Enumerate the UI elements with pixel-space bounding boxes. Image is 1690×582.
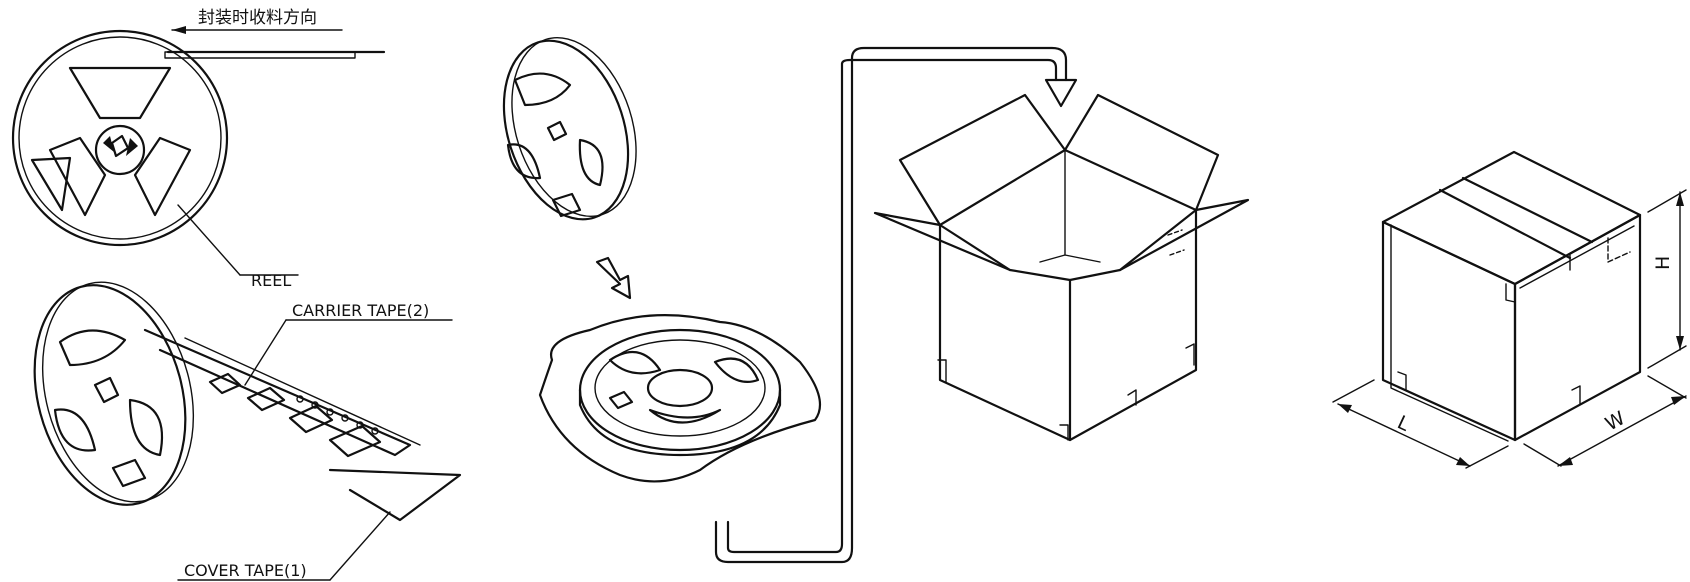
dim-l-ext-2 [1465,445,1509,469]
reel-with-tapes: CARRIER TAPE(2) COVER TAPE(1) [33,281,462,581]
bagged-label-pad [608,390,634,410]
tape-strip [164,51,356,59]
carton-flap-back-left [898,93,1067,227]
reel-front-view: 封装时收料方向 REEL [11,8,386,290]
reel3-rim [502,39,630,221]
dim-w-arrow-2 [1671,396,1686,405]
box-corner-tab-3 [1397,371,1407,391]
bagged-reel-top [578,328,782,452]
carrier-tape-label: CARRIER TAPE(2) [292,301,429,320]
reel-window-lowleft [30,156,72,212]
carrier-pockets [208,372,382,458]
cover-tape-label: COVER TAPE(1) [184,561,307,580]
carton-dashed-tab [1167,229,1185,256]
carrier-leader-line [244,319,287,386]
reel-outer-flange [11,29,229,247]
open-carton [873,93,1250,442]
reel-label: REEL [251,271,291,290]
reel-inner-flange [18,36,222,240]
cover-leader-line [329,511,391,581]
box-tape-edge-2 [1461,176,1594,244]
dim-l-line [1337,403,1471,467]
pipe-inner [726,58,1058,554]
reel-bagging [502,36,822,483]
carton-flap-back-right [1063,93,1220,212]
reel2-rim [33,284,187,506]
reel-window-top [68,66,172,120]
dim-l-ext-1 [1332,379,1375,403]
pipe-arrowhead [1044,78,1078,108]
reel-leader-line [177,204,241,276]
reel3-window-top [513,72,572,107]
carton-body [938,208,1198,442]
bagged-window-2 [713,357,760,383]
carton-corner-tab-1 [937,359,947,383]
box-front [1381,220,1517,442]
carton-flap-right [1118,198,1250,272]
cover-tape [328,468,462,522]
box-corner-tab-4 [1571,385,1581,405]
bagged-window-1 [608,350,662,375]
dim-h-label: H [1652,256,1674,270]
carton-corner-tab-2 [1059,424,1069,441]
reel-hub-key-1 [103,136,114,152]
carton-corner-tab-4 [1185,343,1195,366]
esd-bag [538,314,822,483]
reel3-window-right [578,138,604,187]
closed-carton: L W H [1332,150,1687,469]
routing-pipe-arrow [714,46,1078,564]
direction-arrowhead [172,26,186,34]
reel2-window-top [58,329,127,367]
carton-flap-left [873,211,1012,272]
dim-w-label: W [1602,407,1629,435]
reel3-rim-back [511,36,637,218]
box-side [1513,213,1642,442]
pipe-outer [714,46,1068,564]
bagged-reel-side [578,388,782,457]
box-front-inset [1390,224,1509,442]
box-top [1381,150,1642,286]
reel-window-right [133,136,192,217]
reel2-hub [93,376,120,404]
dim-l-arrow-1 [1338,404,1352,413]
direction-label: 封装时收料方向 [198,8,317,28]
box-corner-tab-1 [1505,283,1516,303]
dim-h-arrow-1 [1676,192,1684,206]
sprocket-holes [296,395,379,435]
dim-w-ext-2 [1647,375,1687,399]
carton-corner-tab-3 [1127,389,1137,406]
reel3-window-left [506,143,542,180]
carrier-tape-edge [184,337,421,446]
reel-hub [94,124,146,176]
reel2-window-left [53,408,97,452]
reel3-hub [546,120,568,142]
carton-rim-front [938,208,1198,282]
reel2-window-right [128,398,164,457]
box-side-inset [1519,225,1635,289]
reel2-rim-back [41,281,195,503]
bagged-reel-hub [646,368,714,408]
dim-l-label: L [1394,411,1413,436]
reel3-label-pad [551,192,582,218]
dim-l-arrow-2 [1456,457,1470,466]
box-dashed-tab [1607,237,1631,263]
box-tape-edge-1 [1438,188,1572,260]
reel2-label-pad [111,458,147,488]
dim-h-arrow-2 [1676,336,1684,350]
bagged-window-3 [648,408,722,424]
reel-window-left [48,136,107,217]
reel-hub-center [110,134,130,158]
dim-w-line [1557,395,1687,467]
carton-rim-back [938,148,1198,227]
dim-w-ext-1 [1523,443,1562,467]
bagged-reel-inner [594,339,766,437]
carton-inner-floor [1039,254,1101,263]
down-arrow [595,256,632,300]
reel-hub-key-2 [126,138,138,156]
dim-w-arrow-1 [1558,457,1573,466]
